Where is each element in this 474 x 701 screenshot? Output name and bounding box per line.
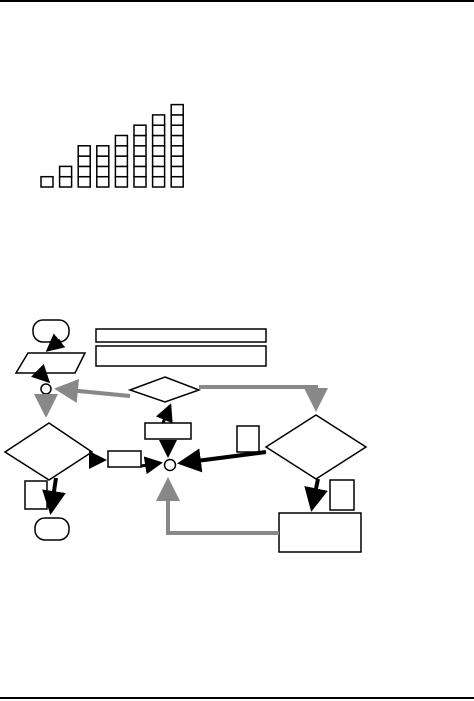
input-parallelogram xyxy=(14,352,87,374)
stair-cell xyxy=(40,175,54,188)
stair-cell xyxy=(77,145,91,157)
stair-cell xyxy=(170,103,184,116)
arrow-right-decision-to-center-join xyxy=(177,448,267,473)
center-box xyxy=(144,422,192,440)
left-decision xyxy=(3,422,94,481)
stair-cell xyxy=(58,165,73,178)
process-box xyxy=(278,512,362,553)
stair-cell xyxy=(151,114,166,126)
right-label-box-1 xyxy=(236,425,260,453)
arrow-right-decision-to-process xyxy=(304,478,328,512)
arrow-input-to-join xyxy=(31,364,51,384)
top-wide-bar-2 xyxy=(95,345,267,367)
top-wide-bar-1 xyxy=(95,328,267,343)
stair-cell xyxy=(133,124,147,137)
arrow-middle-box-to-center-join xyxy=(140,456,163,475)
right-label-box-2 xyxy=(329,479,355,511)
staircase-figure xyxy=(40,103,184,188)
middle-box xyxy=(107,450,142,468)
bottom-rule xyxy=(0,697,474,699)
gray-arrow-top-decision-to-right-decision xyxy=(199,385,328,412)
top-rule xyxy=(0,0,474,2)
stair-cell xyxy=(114,134,129,147)
start-terminal xyxy=(32,319,70,343)
gray-arrow-process-to-center-join xyxy=(156,477,279,535)
arrow-center-box-to-top-decision xyxy=(155,403,173,424)
left-label-box xyxy=(24,480,48,510)
arrow-start-to-input xyxy=(45,333,66,352)
end-terminal xyxy=(34,517,70,541)
join-circle-center xyxy=(163,458,177,472)
right-decision xyxy=(264,414,368,480)
stair-cell xyxy=(96,145,110,157)
join-circle-left xyxy=(40,383,52,395)
gray-arrow-top-decision-to-left-join xyxy=(54,378,131,403)
top-decision xyxy=(127,376,202,403)
arrow-left-decision-to-end xyxy=(42,477,66,515)
